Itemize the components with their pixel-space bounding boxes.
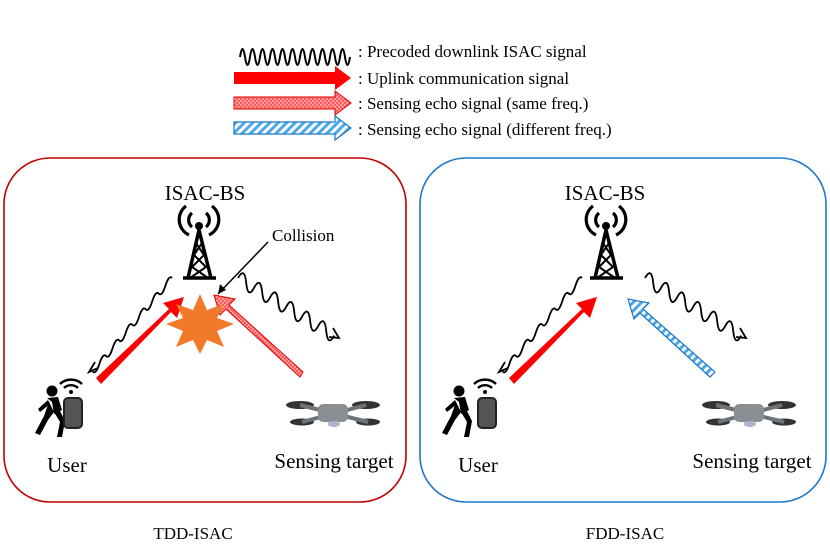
wave-arrowhead	[735, 327, 748, 340]
user-label: User	[458, 453, 498, 477]
wave-arrowhead	[328, 327, 341, 340]
bs-label: ISAC-BS	[165, 181, 246, 205]
downlink-wave-to-user	[92, 276, 173, 374]
uplink-arrow	[509, 297, 597, 384]
legend-label: : Uplink communication signal	[358, 69, 569, 88]
wifi-icon	[59, 378, 83, 394]
target-label: Sensing target	[274, 449, 393, 473]
uplink-arrow	[96, 297, 184, 384]
wave-arrowhead	[86, 361, 99, 374]
legend-item-downlink: : Precoded downlink ISAC signal	[239, 42, 587, 66]
drone-icon	[286, 401, 380, 427]
echo-diff-arrow	[627, 298, 716, 378]
legend-label: : Sensing echo signal (different freq.)	[358, 120, 612, 139]
wave-arrowhead	[496, 361, 509, 374]
target-label: Sensing target	[692, 449, 811, 473]
panel-fdd: ISAC-BS User	[419, 157, 827, 543]
legend-item-echo-same: : Sensing echo signal (same freq.)	[233, 90, 588, 116]
base-station-tower-icon	[584, 204, 628, 280]
collision-burst-icon	[166, 294, 234, 354]
collision-label: Collision	[272, 226, 335, 245]
downlink-wave-icon	[239, 48, 351, 66]
phone-icon	[477, 397, 497, 429]
panel-caption: TDD-ISAC	[153, 524, 232, 543]
downlink-wave-to-target	[644, 272, 742, 342]
echo-same-arrow	[213, 294, 304, 378]
user-label: User	[47, 453, 87, 477]
echo-same-arrow-icon	[233, 90, 352, 116]
user-icon	[442, 385, 472, 437]
collision-pointer-head	[218, 284, 226, 294]
echo-diff-arrow-icon	[233, 114, 352, 142]
collision-pointer	[217, 241, 269, 295]
phone-icon	[63, 397, 83, 429]
legend-label: : Precoded downlink ISAC signal	[358, 42, 587, 61]
legend-label: : Sensing echo signal (same freq.)	[358, 94, 588, 113]
bs-label: ISAC-BS	[565, 181, 646, 205]
downlink-wave-to-target	[237, 272, 335, 342]
drone-icon	[702, 401, 796, 427]
legend-item-echo-diff: : Sensing echo signal (different freq.)	[233, 114, 612, 142]
panel-caption: FDD-ISAC	[586, 524, 664, 543]
legend-item-uplink: : Uplink communication signal	[234, 66, 569, 90]
user-icon	[35, 385, 65, 437]
legend: : Precoded downlink ISAC signal : Uplink…	[233, 42, 612, 142]
panel-border	[419, 157, 827, 503]
wifi-icon	[473, 378, 497, 394]
downlink-wave-to-user	[502, 276, 583, 374]
panel-tdd: ISAC-BS Collision	[3, 157, 407, 543]
uplink-arrow-icon	[234, 66, 351, 90]
base-station-tower-icon	[177, 204, 221, 280]
panel-border	[3, 157, 407, 503]
